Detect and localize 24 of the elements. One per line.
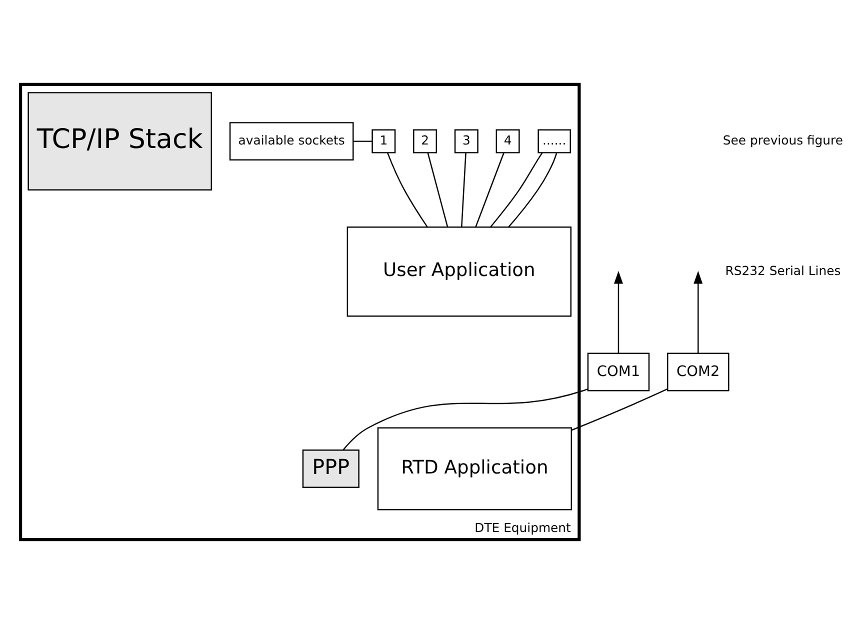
arrow bbox=[614, 270, 623, 352]
connector bbox=[508, 152, 558, 228]
node-box: 1 bbox=[372, 128, 396, 153]
node-box: TCP/IP Stack bbox=[28, 92, 212, 190]
node-box: 2 bbox=[413, 128, 438, 153]
node-box: available sockets bbox=[229, 122, 354, 160]
node-box: PPP bbox=[302, 448, 360, 488]
connector bbox=[353, 140, 372, 142]
node-box: RTD Application bbox=[377, 426, 572, 510]
node-box: User Application bbox=[346, 226, 572, 316]
connector bbox=[490, 152, 543, 228]
node-box: COM2 bbox=[667, 352, 730, 391]
connector bbox=[386, 152, 428, 228]
node-box: COM1 bbox=[587, 352, 650, 391]
label: See previous figure bbox=[722, 132, 844, 148]
connector bbox=[461, 152, 466, 227]
node-box: 4 bbox=[496, 128, 520, 153]
node-box: ...... bbox=[538, 128, 571, 153]
connector bbox=[427, 152, 448, 227]
connector bbox=[475, 152, 504, 227]
arrow bbox=[694, 270, 703, 352]
label: RS232 Serial Lines bbox=[725, 262, 841, 278]
connector bbox=[571, 388, 668, 430]
node-box: 3 bbox=[454, 128, 478, 153]
